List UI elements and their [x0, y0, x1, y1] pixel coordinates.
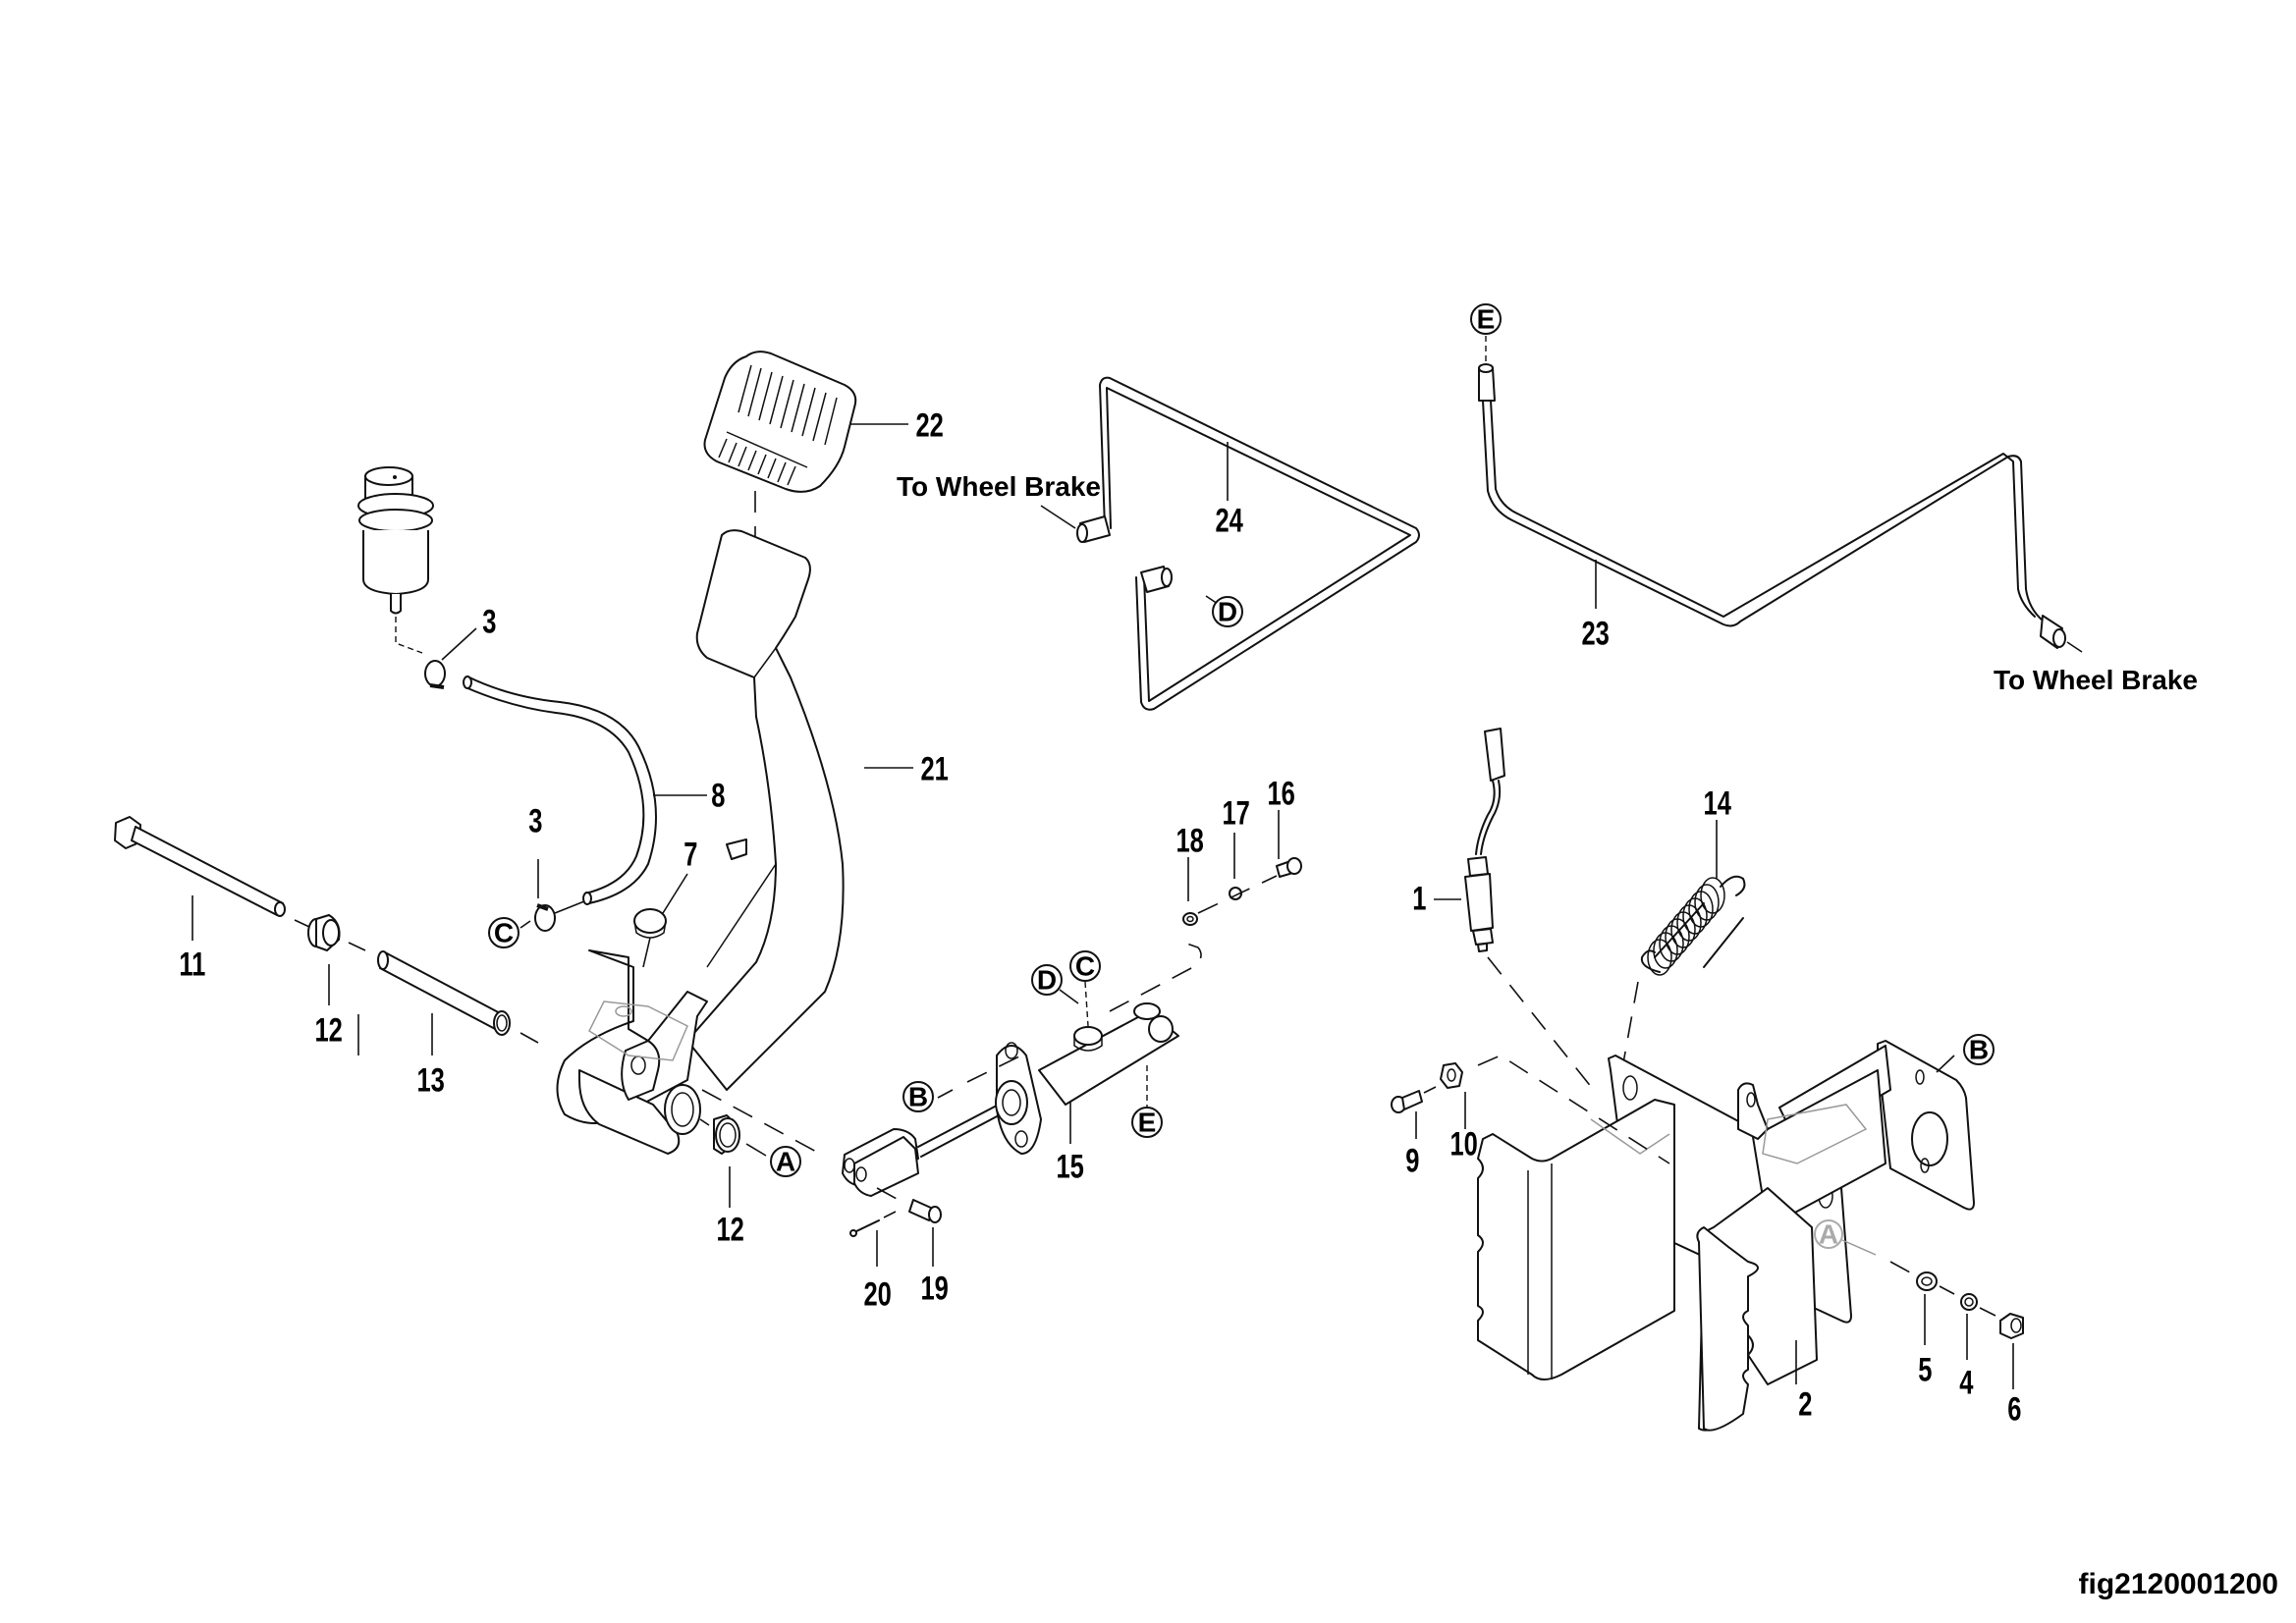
assembly-line — [395, 617, 423, 654]
bushing — [713, 1114, 740, 1155]
callout-11: 11 — [179, 947, 205, 984]
svg-text:C: C — [494, 918, 514, 948]
connection-ref-C: C — [488, 917, 519, 948]
callout-18: 18 — [1176, 823, 1204, 860]
callout-12-upper: 12 — [315, 1012, 343, 1050]
callout-7: 7 — [683, 837, 697, 874]
flat-washer — [1182, 912, 1198, 926]
nut — [1999, 1313, 2024, 1339]
clevis-pin — [908, 1199, 942, 1223]
lock-washer — [1960, 1293, 1978, 1311]
rubber-stop — [633, 908, 667, 939]
callout-24: 24 — [1216, 503, 1243, 540]
bolt — [1391, 1090, 1423, 1113]
hose-clamp — [534, 903, 556, 932]
connection-ref-D: D — [1212, 596, 1243, 627]
callout-6: 6 — [2007, 1391, 2021, 1429]
svg-text:E: E — [1138, 1108, 1157, 1138]
callout-14: 14 — [1704, 785, 1731, 823]
callout-16: 16 — [1268, 776, 1295, 813]
callout-19: 19 — [921, 1271, 949, 1308]
callout-1: 1 — [1412, 881, 1426, 918]
assembly-line — [348, 942, 366, 951]
cotter-pin — [849, 1219, 880, 1237]
callout-2: 2 — [1798, 1386, 1812, 1424]
svg-text:B: B — [908, 1082, 928, 1112]
pedal-bracket — [1477, 1040, 1975, 1432]
connection-ref-E: E — [1131, 1107, 1163, 1138]
svg-text:C: C — [1075, 951, 1095, 982]
callout-22: 22 — [916, 407, 944, 445]
svg-text:A: A — [776, 1147, 795, 1177]
brake-pedal — [556, 529, 845, 1155]
callout-3-upper: 3 — [482, 604, 496, 641]
connection-ref-B: B — [1963, 1034, 1995, 1065]
callout-17: 17 — [1223, 795, 1250, 833]
to-wheel-brake-label-left: To Wheel Brake — [897, 471, 1101, 502]
bushing — [307, 914, 341, 951]
pivot-bolt — [114, 816, 286, 917]
svg-text:D: D — [1218, 597, 1237, 627]
callout-5: 5 — [1918, 1352, 1932, 1389]
hose-clamp — [424, 660, 446, 689]
sleeve — [377, 950, 511, 1036]
svg-text:B: B — [1969, 1035, 1989, 1065]
to-wheel-brake-label-right: To Wheel Brake — [1994, 665, 2198, 695]
brake-line-24 — [1076, 376, 1420, 711]
connection-ref-A: A — [1814, 1219, 1843, 1250]
flat-washer — [1916, 1271, 1938, 1291]
return-spring — [1640, 875, 1746, 976]
svg-text:A: A — [1819, 1219, 1838, 1250]
svg-text:D: D — [1037, 965, 1057, 996]
callout-23: 23 — [1582, 616, 1610, 653]
callout-20: 20 — [864, 1276, 892, 1314]
callout-8: 8 — [711, 778, 725, 815]
assembly-line — [294, 919, 310, 928]
callout-12-lower: 12 — [717, 1212, 744, 1249]
brake-light-switch — [1464, 728, 1505, 952]
fluid-reservoir — [357, 466, 434, 615]
figure-id: fig2120001200 — [2078, 1568, 2279, 1600]
assembly-line — [519, 1032, 539, 1044]
pedal-pad — [703, 351, 857, 493]
assembly-line — [701, 1089, 821, 1155]
connection-ref-C: C — [1069, 950, 1101, 982]
connection-ref-D: D — [1031, 964, 1063, 996]
brake-line-23 — [1478, 363, 2066, 649]
callout-21: 21 — [921, 751, 949, 788]
callout-15: 15 — [1057, 1149, 1084, 1186]
callout-3-lower: 3 — [528, 803, 542, 840]
bolt — [1276, 857, 1302, 878]
callout-9: 9 — [1405, 1143, 1419, 1180]
connection-ref-E: E — [1470, 303, 1502, 335]
lock-nut — [1440, 1062, 1463, 1089]
svg-text:E: E — [1477, 304, 1496, 335]
callout-4: 4 — [1959, 1365, 1973, 1402]
master-cylinder — [842, 1002, 1179, 1197]
assembly-line — [1109, 940, 1202, 1012]
reservoir-hose — [463, 676, 657, 905]
assembly-line — [966, 1055, 1022, 1083]
connection-ref-B: B — [902, 1081, 934, 1112]
connection-ref-A: A — [770, 1146, 801, 1177]
callout-13: 13 — [417, 1062, 445, 1100]
callout-10: 10 — [1450, 1126, 1478, 1163]
assembly-line — [1487, 956, 1597, 1094]
assembly-line — [1477, 1055, 1670, 1164]
